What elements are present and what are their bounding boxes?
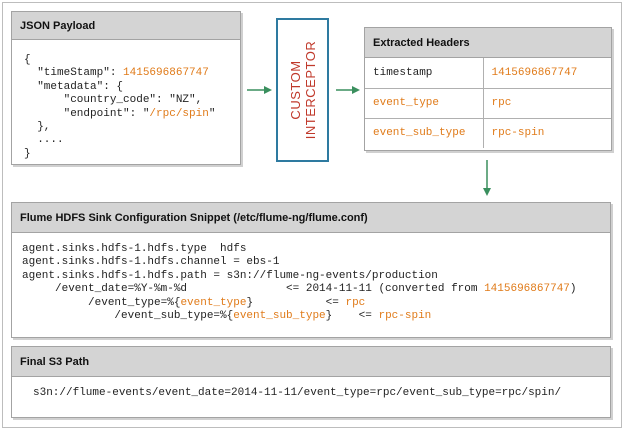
extracted-headers-title: Extracted Headers xyxy=(365,28,611,58)
json-code-line: } xyxy=(24,147,31,160)
final-s3-path-title: Final S3 Path xyxy=(12,347,610,377)
json-payload-title: JSON Payload xyxy=(12,12,240,40)
config-code-line: /event_sub_type=%{event_sub_type} <= rpc… xyxy=(22,310,432,323)
json-code-line: }, xyxy=(24,121,51,134)
extracted-headers-panel: Extracted Headers timestamp 1415696867747… xyxy=(364,27,612,151)
header-key: timestamp xyxy=(365,58,484,88)
custom-interceptor-box: CUSTOM INTERCEPTOR xyxy=(276,18,329,162)
json-code-line: "country_code": "NZ", xyxy=(24,94,203,107)
final-s3-path-value: s3n://flume-events/event_date=2014-11-11… xyxy=(33,387,562,399)
config-code-line: /event_date=%Y-%m-%d <= 2014-11-11 (conv… xyxy=(22,283,577,296)
config-code-line: agent.sinks.hdfs-1.hdfs.channel = ebs-1 xyxy=(22,256,280,269)
header-row: timestamp 1415696867747 xyxy=(365,58,611,88)
json-code-line: "timeStamp": 1415696867747 xyxy=(24,67,209,80)
header-value: rpc-spin xyxy=(483,117,611,148)
json-code-line: "endpoint": "/rpc/spin" xyxy=(24,107,216,120)
header-value: 1415696867747 xyxy=(491,66,578,79)
header-value: rpc xyxy=(483,87,611,118)
flume-config-title: Flume HDFS Sink Configuration Snippet (/… xyxy=(12,203,610,233)
json-payload-code: { "timeStamp": 1415696867747 "metadata":… xyxy=(12,40,240,161)
header-key: event_type xyxy=(365,87,484,118)
header-key: event_sub_type xyxy=(365,117,484,148)
config-code-line: agent.sinks.hdfs-1.hdfs.path = s3n://flu… xyxy=(22,269,438,282)
json-payload-panel: JSON Payload { "timeStamp": 141569686774… xyxy=(11,11,241,165)
config-code-line: /event_type=%{event_type} <= rpc xyxy=(22,296,366,309)
final-s3-path-panel: Final S3 Path s3n://flume-events/event_d… xyxy=(11,346,611,418)
interceptor-label: CUSTOM INTERCEPTOR xyxy=(288,41,318,139)
json-code-line: "metadata": { xyxy=(24,80,124,93)
json-code-line: { xyxy=(24,54,31,66)
json-code-line: .... xyxy=(24,134,64,147)
config-code-line: agent.sinks.hdfs-1.hdfs.type hdfs xyxy=(22,243,247,255)
interceptor-label-line1: CUSTOM xyxy=(287,60,303,120)
flume-config-panel: Flume HDFS Sink Configuration Snippet (/… xyxy=(11,202,611,338)
interceptor-label-line2: INTERCEPTOR xyxy=(302,40,318,140)
